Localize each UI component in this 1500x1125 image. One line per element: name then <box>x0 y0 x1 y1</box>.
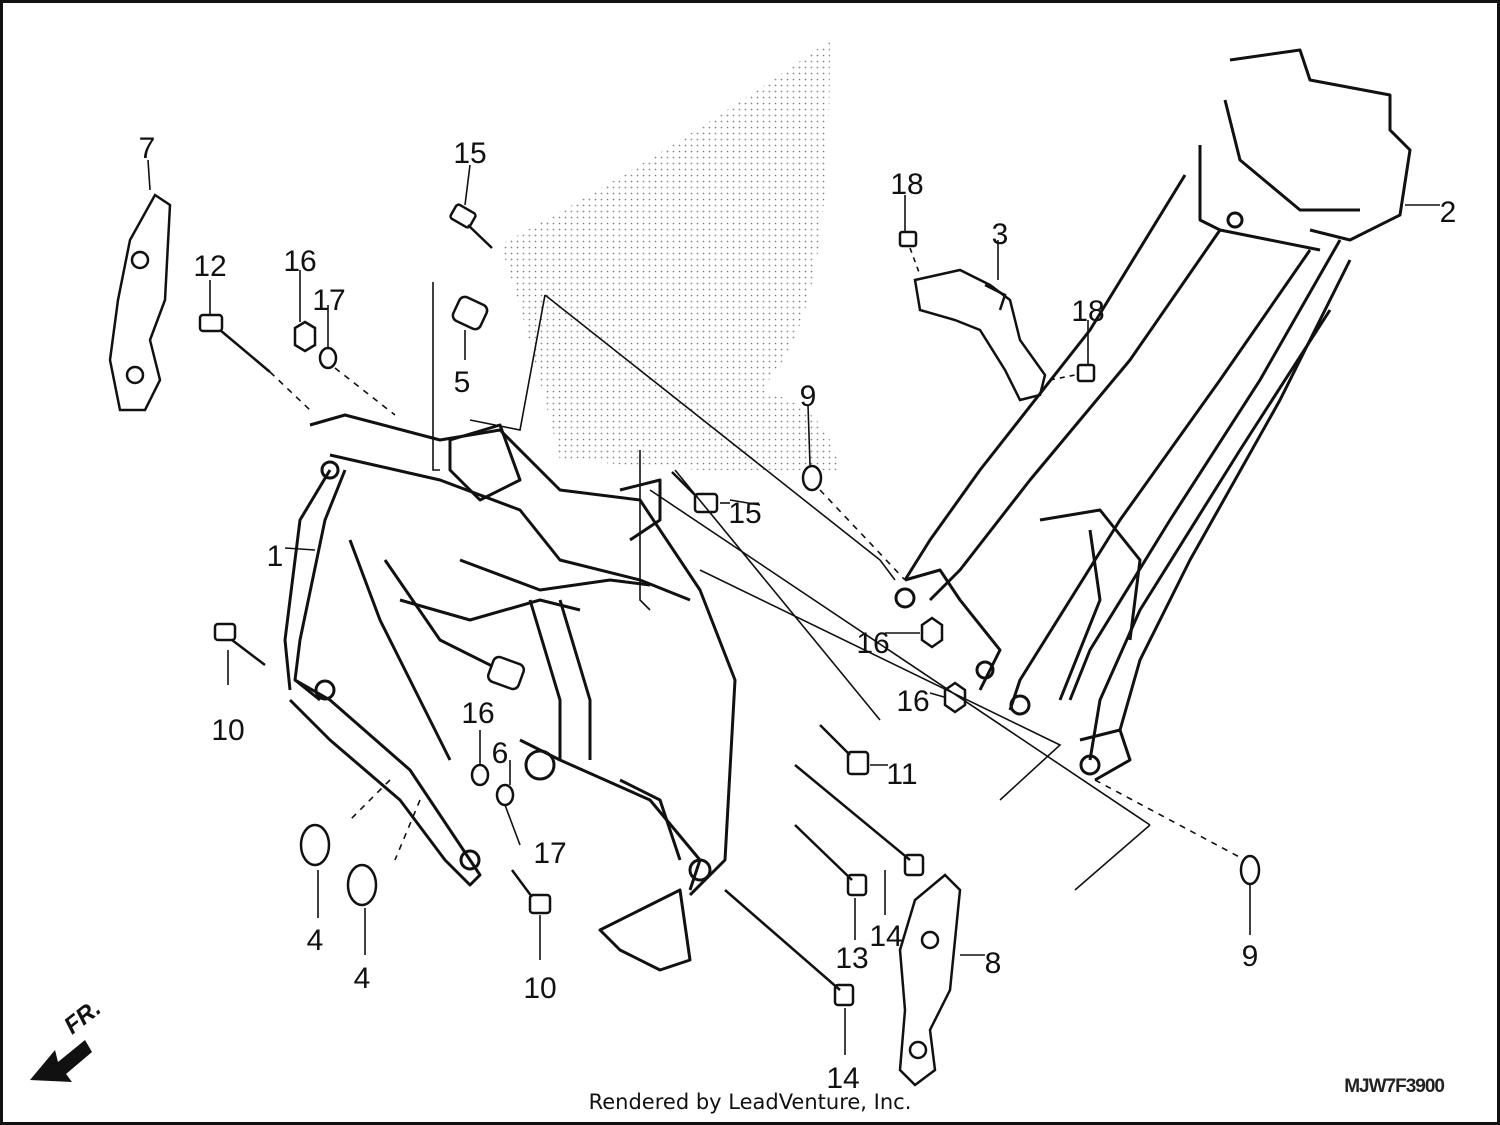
bracket-part-3 <box>913 268 1047 402</box>
front-direction-label: FR. <box>59 995 106 1040</box>
callout-c17b: 17 <box>533 837 566 870</box>
callout-c8: 8 <box>985 947 1002 980</box>
callout-c13: 13 <box>835 942 868 975</box>
callout-labels: 1234456789910101112131414151516161616171… <box>139 132 1457 1095</box>
leader-lines <box>147 159 1440 1055</box>
plate-part-8 <box>898 873 962 1087</box>
callout-c11: 11 <box>886 758 917 791</box>
callout-c16a: 16 <box>283 245 316 278</box>
callout-c17a: 17 <box>312 284 345 317</box>
plate-part-7 <box>108 193 172 412</box>
callout-c18b: 18 <box>1071 295 1104 328</box>
rear-subframe-part-2 <box>894 48 1412 782</box>
callout-c7: 7 <box>139 132 156 165</box>
front-direction-arrow-icon: FR. <box>30 995 106 1082</box>
callout-c15a: 15 <box>453 137 486 170</box>
callout-c16d: 16 <box>896 685 929 718</box>
wing-logo-watermark <box>500 40 840 470</box>
callout-c15b: 15 <box>728 497 761 530</box>
callout-c10a: 10 <box>211 714 244 747</box>
callout-c14b: 14 <box>826 1062 859 1095</box>
callout-c9a: 9 <box>800 380 817 413</box>
callout-c10b: 10 <box>523 972 556 1005</box>
callout-c14a: 14 <box>869 920 902 953</box>
callout-c4b: 4 <box>354 962 371 995</box>
callout-c5: 5 <box>454 366 471 399</box>
callout-c16b: 16 <box>461 697 494 730</box>
render-credit: Rendered by LeadVenture, Inc. <box>588 1090 912 1114</box>
main-frame-part-1 <box>283 413 737 972</box>
callout-c1: 1 <box>267 540 284 573</box>
callout-c18a: 18 <box>890 168 923 201</box>
callout-c12: 12 <box>193 250 226 283</box>
callout-c2: 2 <box>1440 196 1457 229</box>
callout-c6: 6 <box>492 737 509 770</box>
diagram-code: MJW7F3900 <box>1344 1076 1445 1097</box>
callout-c3: 3 <box>992 218 1009 251</box>
hardware-parts <box>198 203 1261 1007</box>
callout-c4a: 4 <box>307 924 324 957</box>
callout-c9b: 9 <box>1242 940 1259 973</box>
callout-c16c: 16 <box>856 627 889 660</box>
